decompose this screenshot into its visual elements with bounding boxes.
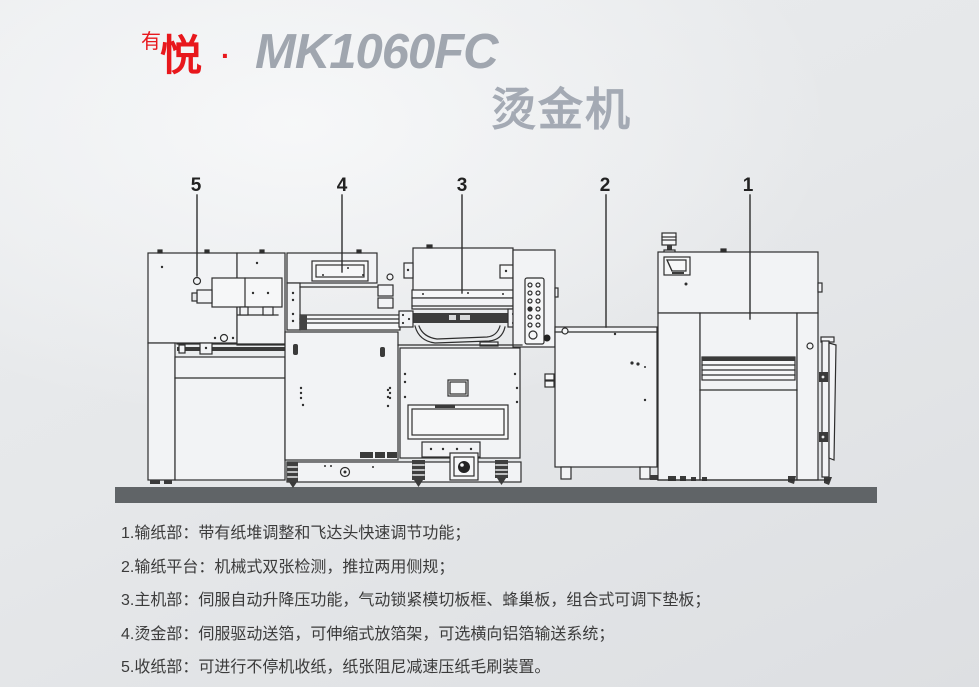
- model-name: MK1060FC: [255, 25, 499, 79]
- callout-3-label: 3: [457, 176, 468, 196]
- signal-lamp: [661, 232, 677, 246]
- callout-5: 5: [191, 175, 202, 277]
- feature-item-1: 1.输纸部：带有纸堆调整和飞达头快速调节功能；: [121, 525, 471, 542]
- feature-item-3: 3.主机部：伺服自动升降压功能，气动锁紧模切板框、蜂巢板，组合式可调下垫板；: [121, 592, 711, 609]
- feature-item-2: 2.输纸平台：机械式双张检测，推拉两用侧规；: [121, 558, 455, 576]
- callout-2: 2: [600, 175, 611, 328]
- feature-item-5: 5.收纸部：可进行不停机收纸，纸张阻尼减速压纸毛刷装置。: [121, 659, 551, 676]
- callout-4: 4: [337, 175, 348, 273]
- brand-separator-dot: ·: [221, 40, 231, 71]
- callout-3: 3: [457, 175, 468, 294]
- product-subtitle: 烫金机: [491, 84, 633, 135]
- callout-2-label: 2: [600, 176, 611, 196]
- callout-4-label: 4: [337, 176, 348, 196]
- brand-prefix: 有: [141, 31, 161, 53]
- callout-5-label: 5: [191, 176, 202, 196]
- delivery-module: [147, 249, 287, 484]
- callout-1-label: 1: [743, 176, 754, 196]
- feature-list: 1.输纸部：带有纸堆调整和飞达头快速调节功能； 2.输纸平台：机械式双张检测，推…: [121, 517, 841, 685]
- feature-item-4: 4.烫金部：伺服驱动送箔，可伸缩式放箔架，可选横向铝箔输送系统；: [121, 625, 615, 643]
- feed-platform: [544, 326, 668, 480]
- callout-5-endpoint: [192, 276, 202, 286]
- feeder-module: [657, 232, 837, 485]
- callout-1: 1: [743, 175, 754, 320]
- brand-name: 悦: [160, 32, 203, 79]
- machine-diagram: 5 4 3 2 1: [113, 175, 879, 508]
- main-press-unit: [386, 244, 559, 459]
- feed-gate: [819, 336, 837, 485]
- machine-base: [286, 441, 522, 488]
- ground-bar: [115, 487, 877, 503]
- foil-module: [284, 249, 401, 461]
- callouts: 5 4 3 2 1: [191, 175, 754, 328]
